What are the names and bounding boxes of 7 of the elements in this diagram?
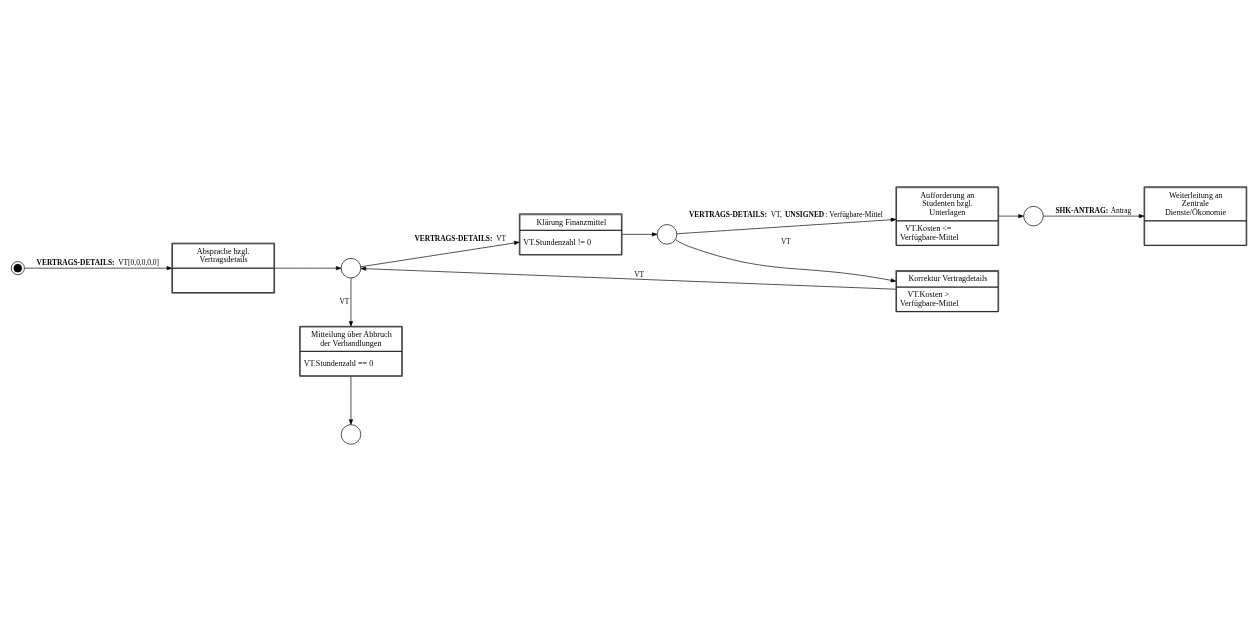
edge-label: VERTRAGS-DETAILS: VT[0,0,0,0,0] bbox=[36, 257, 160, 267]
edge-label: VERTRAGS-DETAILS: VT, UNSIGNED: Verfügbare-Mittel bbox=[689, 209, 883, 219]
edge-label: SHK-ANTRAG: Antrag bbox=[1055, 205, 1132, 215]
edge-label: VT bbox=[780, 236, 791, 246]
edge-label: VT bbox=[339, 296, 350, 306]
edge-label: VERTRAGS-DETAILS: VT bbox=[414, 233, 507, 243]
edge-label: VT bbox=[634, 269, 645, 279]
